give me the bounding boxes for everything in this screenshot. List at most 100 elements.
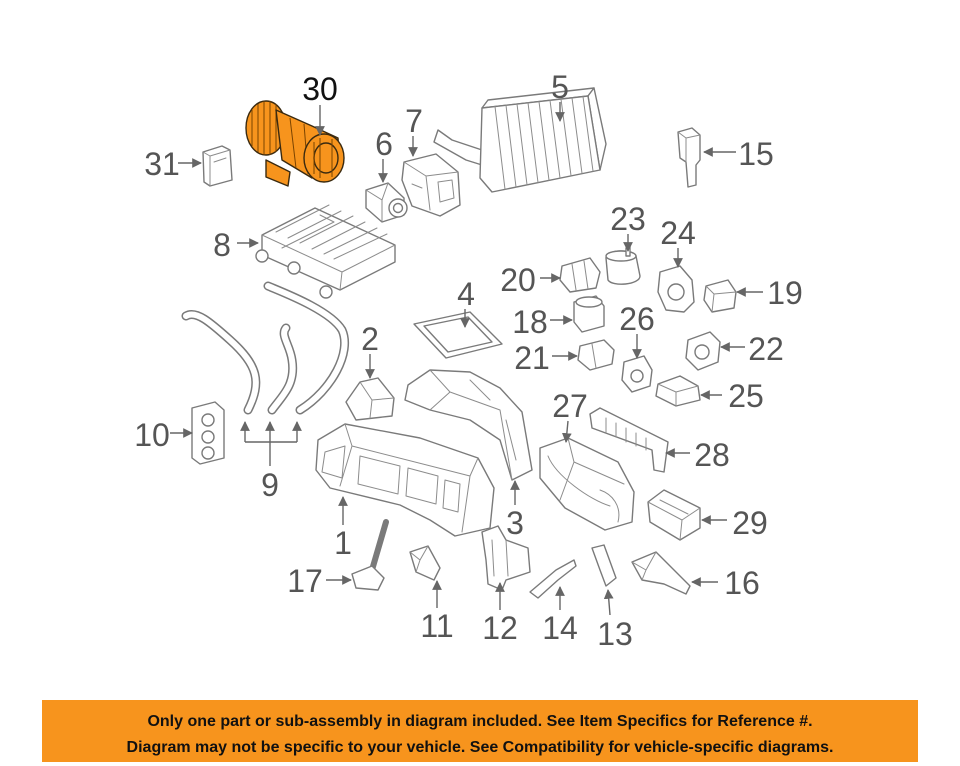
- part-28-slats: [605, 417, 647, 451]
- part-14-body: [529, 559, 577, 599]
- part-7-edges: [403, 161, 459, 211]
- part-8-body: [261, 207, 396, 291]
- part-19-actuator: [703, 279, 737, 313]
- part-8-fins: [275, 204, 388, 260]
- part-16-lines: [631, 551, 657, 581]
- callout-8: 8: [213, 227, 231, 263]
- part-1-main-housing: [315, 423, 495, 537]
- callout-27: 27: [552, 388, 588, 424]
- part-4-filter: [413, 311, 503, 359]
- callout-12: 12: [482, 610, 518, 646]
- callout-2: 2: [361, 321, 379, 357]
- callout-17: 17: [287, 563, 323, 599]
- callout-21: 21: [514, 340, 550, 376]
- hose-c-inner: [265, 283, 348, 413]
- part-24-actuator: [657, 265, 695, 313]
- callout-5: 5: [551, 69, 569, 105]
- part-15-body: [677, 127, 701, 188]
- part-24-boss: [667, 283, 685, 301]
- part-2-lines: [359, 381, 395, 419]
- callout-30: 30: [302, 71, 338, 107]
- part-27-lines: [547, 437, 625, 523]
- callout-1: 1: [334, 525, 352, 561]
- callout-25: 25: [728, 378, 764, 414]
- part-7-body: [401, 153, 461, 217]
- blower-mount: [265, 159, 291, 187]
- blower-right-hub: [313, 142, 339, 174]
- callout-10: 10: [134, 417, 170, 453]
- part-22-actuator: [685, 331, 721, 371]
- leader-27: [561, 420, 572, 443]
- part-14-clip: [529, 559, 577, 599]
- part-9-hoses: [181, 281, 350, 415]
- callout-7: 7: [405, 103, 423, 139]
- part-8-tube-3: [319, 285, 333, 299]
- part-17-shaft-inner: [370, 520, 388, 572]
- part-11-bracket: [409, 545, 441, 581]
- part-29-lines: [647, 499, 701, 541]
- callout-9: 9: [261, 467, 279, 503]
- part-10-bracket: [191, 401, 225, 465]
- part-5-fins: [494, 96, 594, 190]
- leader-lines: [170, 102, 763, 616]
- callout-6: 6: [375, 126, 393, 162]
- callout-24: 24: [660, 215, 696, 251]
- callout-4: 4: [457, 276, 475, 312]
- part-23-sensor: [605, 245, 641, 285]
- callout-13: 13: [597, 616, 633, 652]
- callout-28: 28: [694, 437, 730, 473]
- part-8-tube-1: [255, 249, 269, 263]
- part-25-lines: [657, 383, 699, 407]
- part-30-blower-motor: [245, 100, 345, 187]
- part-4-media: [423, 316, 493, 353]
- blower-right-ribs: [313, 138, 333, 178]
- part-5-pipe: [433, 129, 483, 166]
- part-2-housing-piece: [345, 377, 395, 421]
- part-3-body: [404, 369, 533, 481]
- part-13-clip: [591, 544, 617, 587]
- part-10-hole-2: [201, 430, 215, 444]
- part-3-upper-case: [404, 369, 533, 481]
- callout-labels: 30 5 7 6 31 15 8 23 24 20 4 19 18 26 2 2…: [134, 69, 803, 652]
- callout-3: 3: [506, 505, 524, 541]
- part-11-lines: [409, 545, 429, 573]
- part-15-sensor: [677, 127, 701, 188]
- notice-banner: Only one part or sub-assembly in diagram…: [42, 700, 918, 762]
- callout-20: 20: [500, 262, 536, 298]
- callout-23: 23: [610, 201, 646, 237]
- part-22-boss: [694, 344, 710, 360]
- part-17-base: [351, 565, 385, 591]
- part-31-edges: [202, 149, 231, 187]
- callout-26: 26: [619, 301, 655, 337]
- leader-13: [603, 589, 614, 616]
- part-5-evaporator-core: [433, 87, 607, 193]
- part-21-lines: [591, 343, 597, 369]
- callout-11: 11: [420, 608, 453, 644]
- part-8-edges: [261, 234, 396, 291]
- part-28-door-bar: [589, 407, 669, 473]
- part-11-body: [409, 545, 441, 581]
- part-16-sensor-lead: [631, 551, 691, 595]
- part-25-actuator: [655, 375, 701, 407]
- part-6-boss-inner: [392, 202, 404, 214]
- part-19-body: [703, 279, 737, 313]
- part-18-sensor: [573, 295, 605, 333]
- part-26-actuator: [621, 355, 653, 393]
- part-21-sensor: [577, 339, 615, 371]
- part-21-body: [577, 339, 615, 371]
- part-27-case-section: [539, 437, 635, 531]
- notice-line-2: Diagram may not be specific to your vehi…: [127, 739, 834, 756]
- callout-31: 31: [144, 146, 180, 182]
- callout-22: 22: [748, 331, 784, 367]
- part-12-lines: [491, 539, 509, 577]
- callout-29: 29: [732, 505, 768, 541]
- part-20-lines: [571, 260, 589, 291]
- part-19-lines: [705, 285, 737, 313]
- callout-14: 14: [542, 610, 578, 646]
- part-23-cap: [605, 250, 637, 262]
- part-13-body: [591, 544, 617, 587]
- callout-18: 18: [512, 304, 548, 340]
- part-10-hole-3: [201, 446, 215, 460]
- part-8-heater-core: [255, 204, 396, 299]
